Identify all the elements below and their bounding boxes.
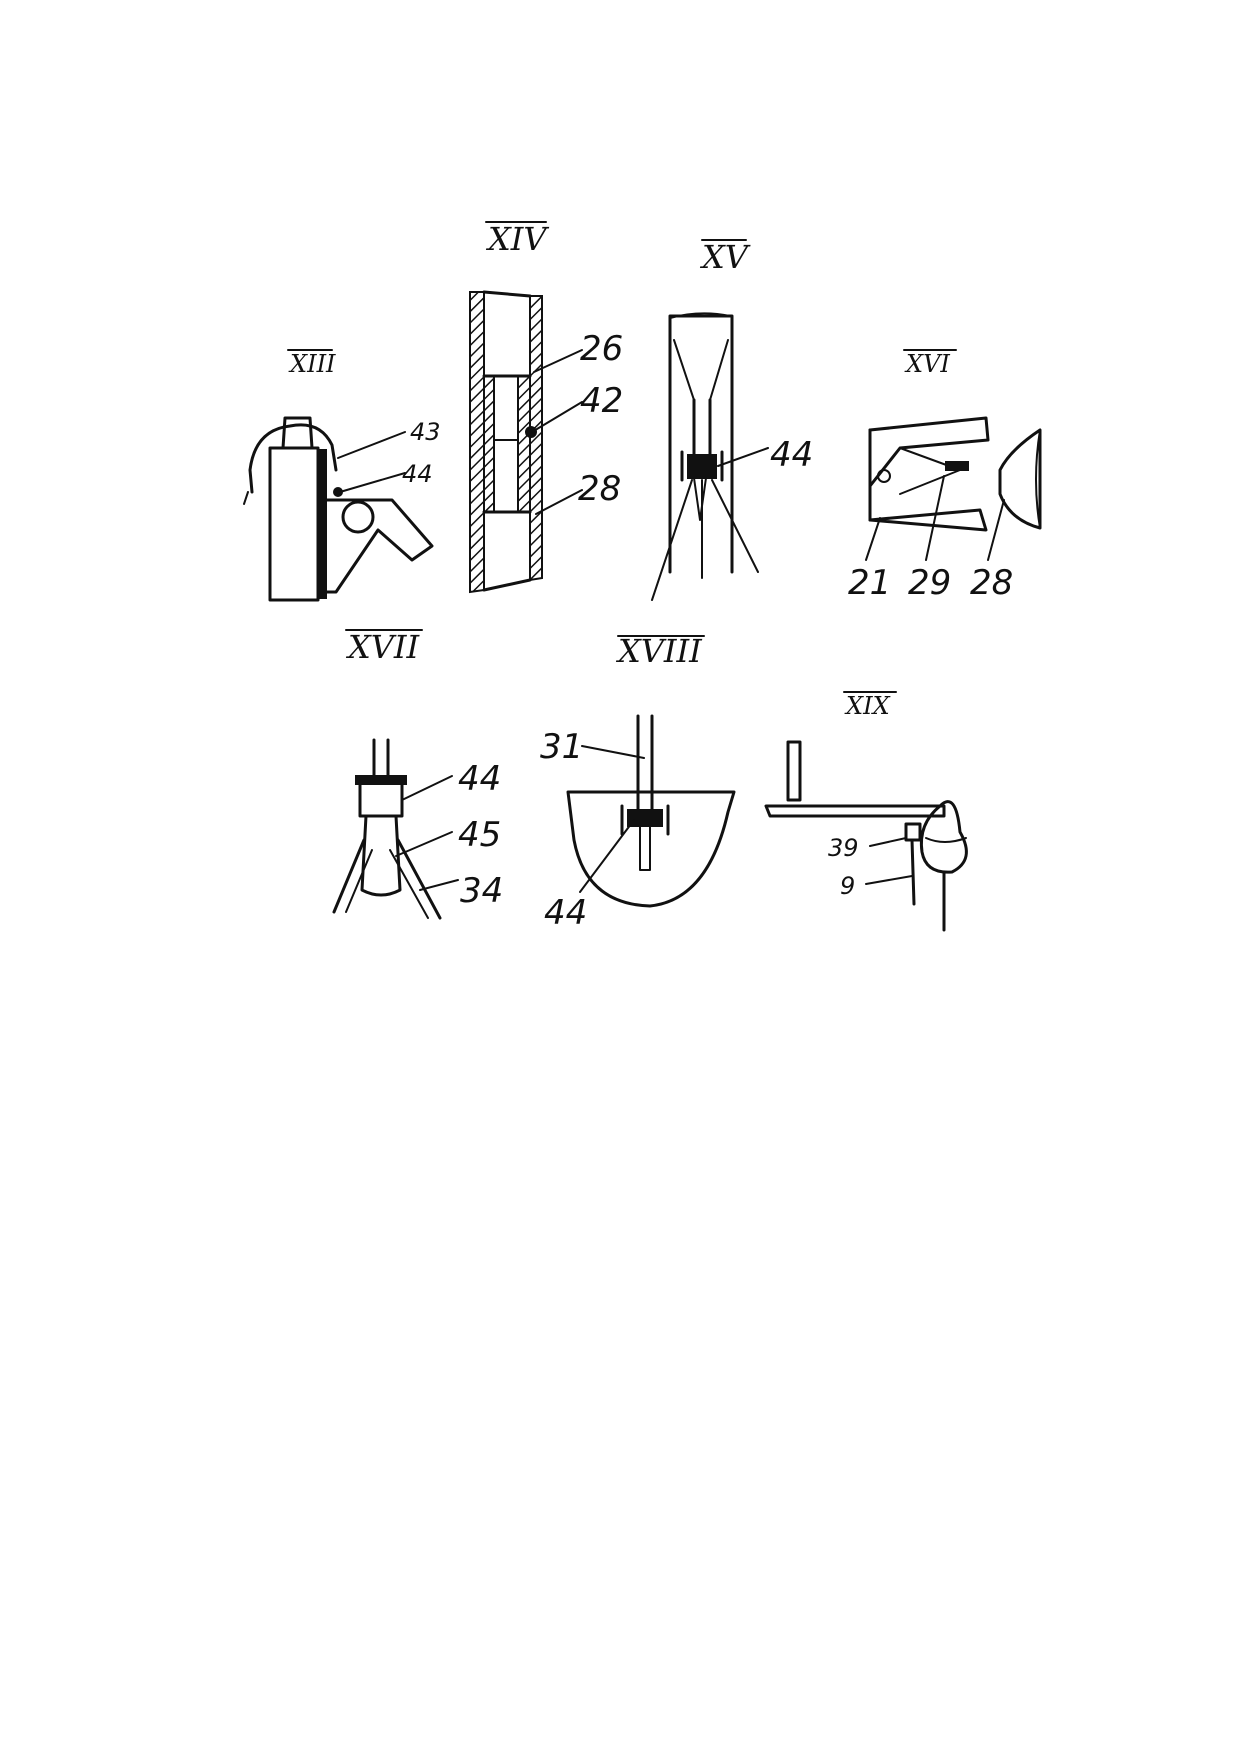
view-xviii-title: XVIII xyxy=(615,632,703,670)
xviii-bowl xyxy=(566,790,736,908)
xv-frame-top xyxy=(669,312,731,319)
xvii-leg-left-inner xyxy=(345,849,373,913)
xv-funnel xyxy=(673,339,729,401)
xv-leader-44 xyxy=(717,447,769,467)
xvi-leader-28 xyxy=(987,499,1005,561)
xiv-wall-left xyxy=(469,291,485,594)
xvii-label-34: 34 xyxy=(460,871,503,911)
xviii-label-31: 31 xyxy=(540,727,583,767)
xviii-leader-31 xyxy=(581,745,645,759)
xix-leader-9 xyxy=(865,875,913,885)
view-xv: XV 44 xyxy=(651,238,813,601)
xviii-clamp-sides xyxy=(620,804,670,836)
xviii-tip xyxy=(639,825,651,871)
xv-shaft xyxy=(692,398,712,457)
view-xvi: XVI 21 29 28 xyxy=(848,349,1042,603)
xvii-leg-right-inner xyxy=(389,849,429,919)
xix-arm xyxy=(764,804,946,818)
xvii-leader-45 xyxy=(395,831,453,857)
view-xix-title: XIX xyxy=(844,692,891,720)
view-xiv: XIV 26 42 28 xyxy=(469,220,623,594)
xvi-label-29: 29 xyxy=(908,563,951,603)
xix-pointer-head xyxy=(904,822,922,842)
view-xv-title: XV xyxy=(699,238,751,276)
xiv-inner-left xyxy=(483,375,495,513)
xvii-leg-left xyxy=(332,838,366,914)
xiv-label-28: 28 xyxy=(578,469,621,509)
xix-upright xyxy=(786,740,802,802)
xiii-hook xyxy=(248,423,338,494)
xiv-leader-28 xyxy=(535,489,583,515)
xviii-clamp xyxy=(627,809,663,827)
xvi-screw xyxy=(945,461,969,471)
view-xvi-title: XVI xyxy=(904,350,950,378)
xvi-label-28: 28 xyxy=(970,563,1013,603)
xv-clamp-sides xyxy=(680,450,724,482)
xiii-bracket xyxy=(324,498,434,594)
view-xviii: XVIII 31 44 xyxy=(540,632,736,933)
view-xvii: XVII 44 45 34 xyxy=(332,628,503,920)
xvi-head-edge xyxy=(1035,429,1041,529)
xv-tip xyxy=(693,477,707,521)
xvi-leader-29 xyxy=(925,475,945,561)
xvii-label-44: 44 xyxy=(458,759,501,799)
xvi-pivot xyxy=(877,469,891,483)
xvii-clamp xyxy=(358,780,404,818)
xv-leg-right xyxy=(711,479,759,573)
xiii-label-43: 43 xyxy=(410,418,441,446)
xvii-label-45: 45 xyxy=(458,815,501,855)
xiv-label-26: 26 xyxy=(580,329,623,369)
xvii-leader-34 xyxy=(419,879,459,891)
xix-label-39: 39 xyxy=(828,834,859,862)
xiii-hook-end xyxy=(243,491,249,505)
xiv-outline-ends xyxy=(482,290,532,592)
xvi-head xyxy=(998,428,1042,530)
xix-bob xyxy=(919,800,968,874)
view-xix: XIX 39 9 xyxy=(764,691,968,932)
xiv-label-42: 42 xyxy=(580,381,623,421)
xv-clamp xyxy=(687,454,717,479)
xiii-pin xyxy=(333,487,343,497)
xiii-post-cap xyxy=(281,416,314,450)
xix-pointer-needle xyxy=(910,838,916,906)
xvii-body xyxy=(360,814,402,897)
xix-label-9: 9 xyxy=(840,872,855,900)
xvi-leader-21 xyxy=(865,517,881,561)
xiii-bolt xyxy=(341,500,375,534)
xv-leg-left xyxy=(651,479,693,601)
xvii-rod xyxy=(372,738,390,780)
view-xiv-title: XIV xyxy=(485,220,549,258)
xiii-label-44: 44 xyxy=(402,460,433,488)
xiv-wall-right xyxy=(529,295,543,582)
xiii-leader-43 xyxy=(337,431,406,459)
xiv-leader-42 xyxy=(531,401,583,433)
xvi-body xyxy=(868,416,990,532)
xvii-clamp-top xyxy=(355,775,407,785)
xv-label-44: 44 xyxy=(770,435,813,475)
view-xiii-title: XIII xyxy=(288,350,336,378)
xiii-post-edge xyxy=(317,449,327,599)
xiv-inner-right xyxy=(517,375,531,513)
view-xiii: XIII 43 44 xyxy=(243,349,441,602)
xiii-leader-44 xyxy=(339,472,406,493)
xvi-label-21: 21 xyxy=(848,563,891,603)
view-xvii-title: XVII xyxy=(345,628,421,666)
xix-leader-39 xyxy=(869,837,907,847)
xvii-leader-44 xyxy=(401,775,453,801)
xviii-leader-44 xyxy=(579,819,635,893)
xv-frame xyxy=(668,314,734,574)
xviii-rod xyxy=(636,714,654,822)
xix-bob-band xyxy=(925,837,967,843)
xiii-post xyxy=(268,446,320,602)
xiv-leader-26 xyxy=(533,349,583,373)
xviii-label-44: 44 xyxy=(544,893,587,933)
